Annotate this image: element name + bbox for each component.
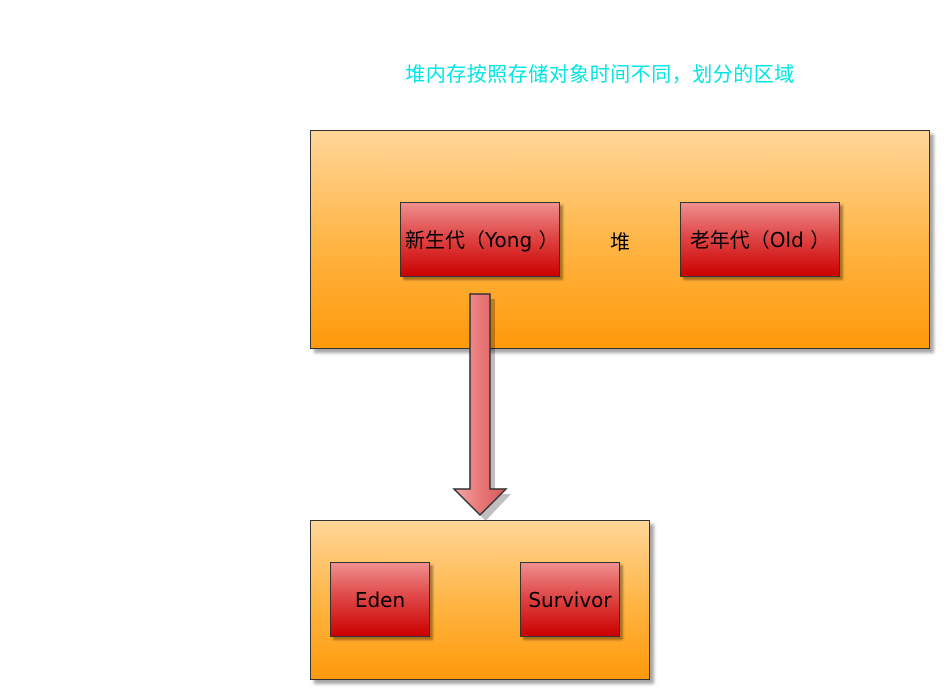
down-arrow-icon: [452, 293, 511, 521]
diagram-title: 堆内存按照存储对象时间不同，划分的区域: [405, 62, 795, 86]
eden-label: Eden: [354, 587, 406, 612]
young-generation-box: 新生代（Yong ）: [400, 202, 560, 277]
old-generation-box: 老年代（Old ）: [680, 202, 840, 277]
heap-label: 堆: [610, 230, 630, 254]
eden-box: Eden: [330, 562, 430, 637]
young-generation-label: 新生代（Yong ）: [405, 227, 559, 252]
old-generation-label: 老年代（Old ）: [689, 227, 831, 252]
survivor-box: Survivor: [520, 562, 620, 637]
survivor-label: Survivor: [528, 587, 612, 612]
